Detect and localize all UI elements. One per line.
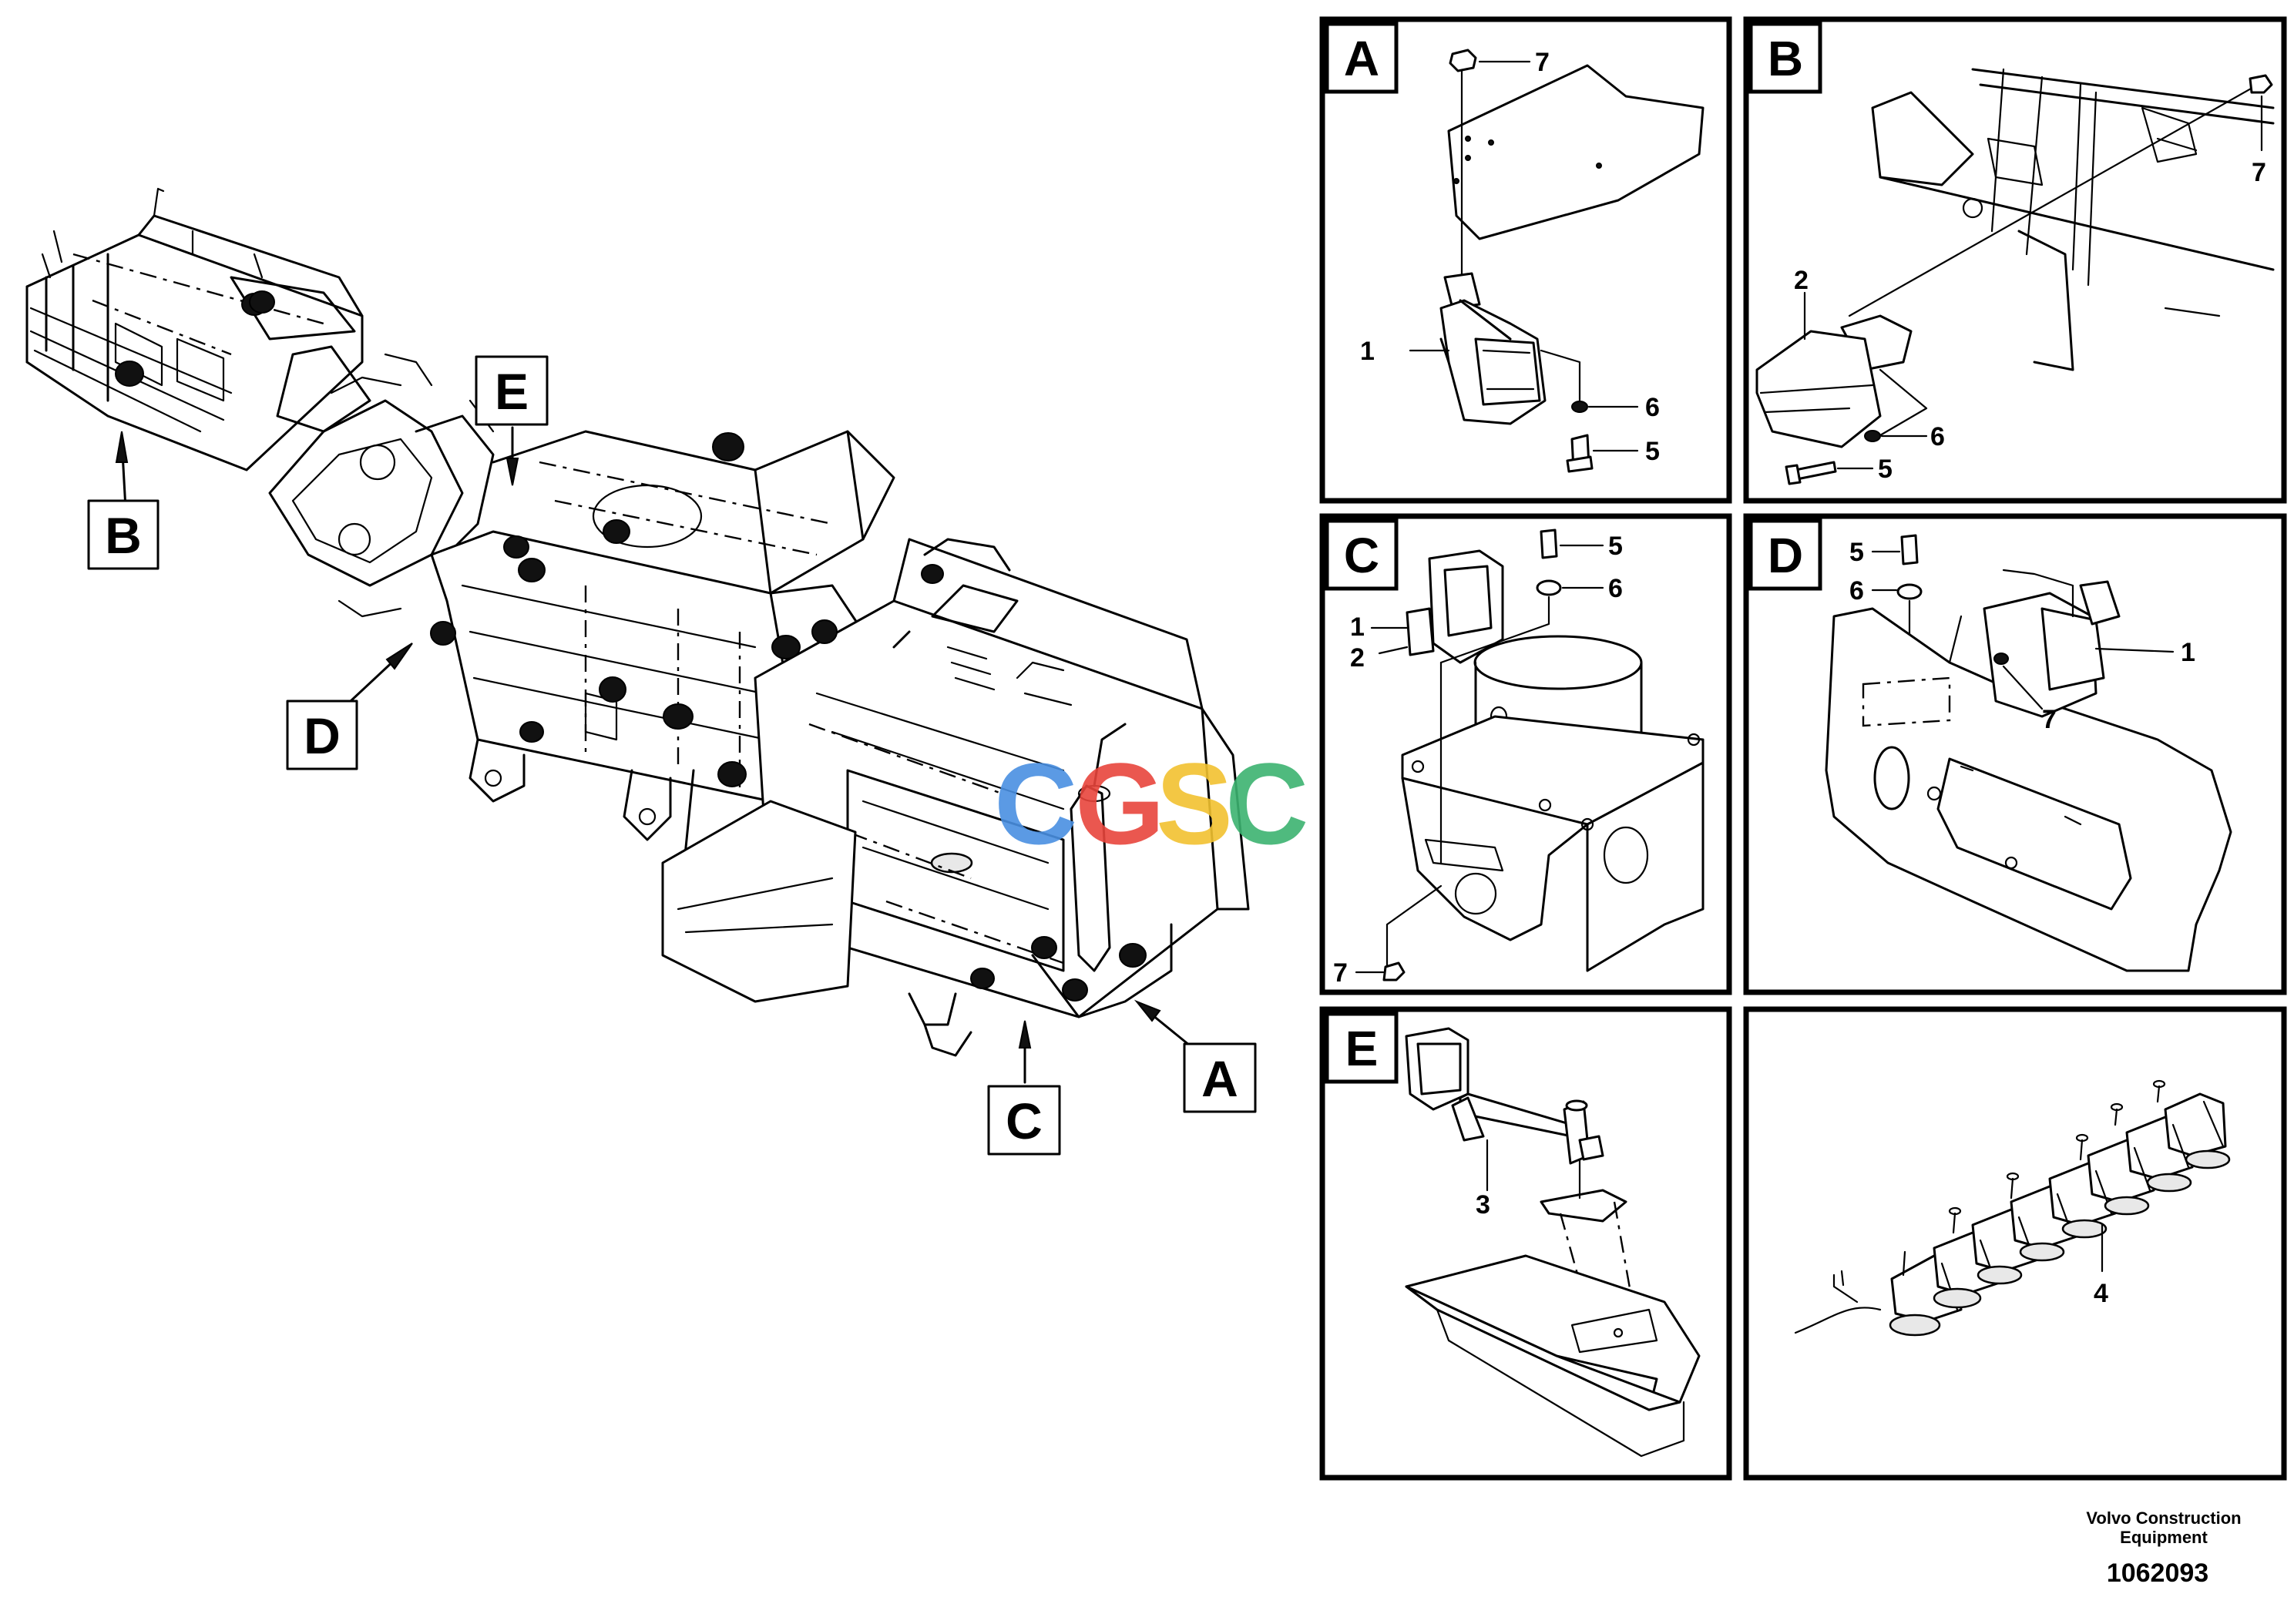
- company-name-line1: Volvo Construction: [2086, 1508, 2241, 1528]
- panel-C-part-1: 1: [1350, 612, 1365, 642]
- panel-A-letter: A: [1344, 31, 1379, 86]
- watermark-letter-4: C: [1225, 739, 1308, 868]
- panel-C-part-6: 6: [1608, 574, 1623, 603]
- watermark-letter-2: G: [1075, 739, 1165, 868]
- drawing-number: 1062093: [2107, 1559, 2208, 1588]
- panel-C: C 1 2 5 6 7: [1319, 513, 1732, 995]
- panel-B: B 7 2 6 5: [1743, 16, 2287, 504]
- panel-C-part-2: 2: [1350, 643, 1365, 673]
- machine-overview: B E D C A: [25, 187, 1257, 1156]
- panel-A: A 7 1 6 5: [1319, 16, 1732, 504]
- overview-callout-E[interactable]: E: [475, 355, 549, 426]
- overview-callout-C[interactable]: C: [987, 1085, 1061, 1156]
- panel-A-part-6: 6: [1645, 393, 1660, 422]
- panel-B-part-6: 6: [1930, 422, 1945, 451]
- overview-callout-A[interactable]: A: [1183, 1042, 1257, 1113]
- panel-E-part-3: 3: [1476, 1190, 1490, 1220]
- panel-A-part-5: 5: [1645, 437, 1660, 466]
- panel-D-letter: D: [1768, 528, 1803, 583]
- callout-label-C: C: [1006, 1092, 1043, 1149]
- panel-E: E 3: [1319, 1006, 1732, 1481]
- panel-B-letter: B: [1768, 31, 1803, 86]
- watermark-logo: C G S C: [994, 739, 1308, 868]
- panel-A-part-1: 1: [1360, 337, 1375, 366]
- panel-B-part-2: 2: [1794, 266, 1809, 295]
- panel-D-part-7: 7: [2042, 705, 2057, 734]
- articulation-joint: [268, 353, 495, 618]
- lamp-set-part-4: 4: [2094, 1279, 2108, 1308]
- watermark-letter-1: C: [994, 739, 1077, 868]
- company-name-line2: Equipment: [2120, 1528, 2208, 1547]
- panel-D-part-6: 6: [1849, 576, 1864, 606]
- panel-C-letter: C: [1344, 528, 1379, 583]
- panel-lamp-set: 4: [1743, 1006, 2287, 1481]
- panel-B-part-5: 5: [1878, 455, 1893, 484]
- panel-C-part-5: 5: [1608, 532, 1623, 561]
- front-boom: [661, 800, 857, 1003]
- callout-label-A: A: [1201, 1050, 1238, 1107]
- footer: Volvo Construction Equipment 1062093: [2086, 1508, 2241, 1588]
- panel-B-part-7: 7: [2252, 158, 2266, 187]
- panel-D-part-1: 1: [2181, 638, 2195, 667]
- lamp-set-chain: [1889, 1079, 2231, 1337]
- panel-C-part-7: 7: [1333, 958, 1348, 988]
- callout-label-B: B: [105, 507, 142, 564]
- overview-lamps: [249, 290, 1147, 1002]
- watermark-letter-3: S: [1156, 739, 1233, 868]
- panel-D: D 5 6 1 7: [1743, 513, 2287, 995]
- overview-leaders: [115, 426, 1204, 1084]
- panel-D-part-5: 5: [1849, 538, 1864, 567]
- overview-callout-B[interactable]: B: [87, 499, 160, 570]
- callout-label-E: E: [495, 363, 529, 420]
- rear-frame: [25, 187, 371, 471]
- overview-pipes: [892, 538, 1127, 787]
- panel-A-part-7: 7: [1535, 48, 1550, 77]
- panel-E-letter: E: [1345, 1021, 1379, 1076]
- overview-callout-D[interactable]: D: [286, 700, 358, 770]
- callout-label-D: D: [304, 707, 341, 764]
